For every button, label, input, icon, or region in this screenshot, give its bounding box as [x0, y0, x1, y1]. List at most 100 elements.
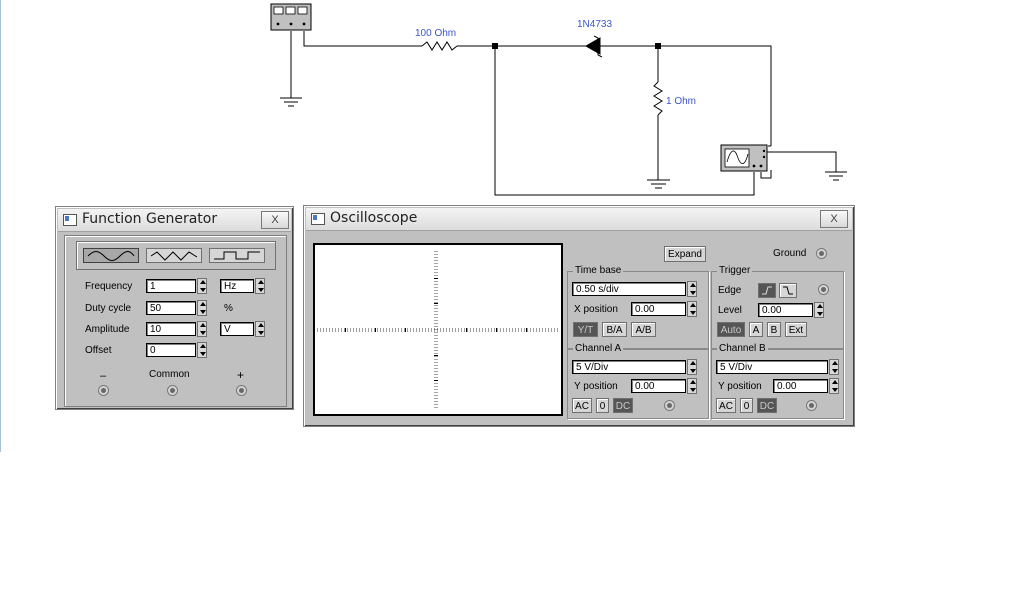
x-position-label: X position [574, 304, 618, 315]
channel-a-label: Channel A [573, 343, 624, 354]
amplitude-label: Amplitude [85, 324, 130, 335]
oscilloscope-icon [720, 144, 768, 172]
window-icon [63, 214, 77, 226]
channel-b-label: Channel B [717, 343, 768, 354]
function-generator-icon [270, 3, 312, 31]
offset-label: Offset [85, 345, 112, 356]
channel-b-dc-button[interactable]: DC [757, 398, 777, 413]
offset-stepper[interactable] [197, 342, 207, 358]
terminal-minus-connector[interactable] [98, 385, 109, 396]
close-button[interactable]: X [261, 211, 289, 229]
close-button[interactable]: X [820, 210, 848, 228]
window-icon [311, 213, 325, 225]
terminal-minus-label: – [100, 370, 107, 382]
sine-wave-icon [87, 251, 135, 261]
duty-cycle-stepper[interactable] [197, 300, 207, 316]
frequency-stepper[interactable] [197, 278, 207, 294]
resistor-100ohm-label: 100 Ohm [415, 28, 457, 39]
square-wave-icon [214, 251, 260, 260]
channel-b-input-connector[interactable] [806, 400, 817, 411]
channel-b-y-position-stepper[interactable] [829, 378, 839, 394]
mode-yt-button[interactable]: Y/T [573, 322, 598, 337]
trigger-auto-button[interactable]: Auto [717, 322, 745, 337]
level-label: Level [718, 305, 742, 316]
expand-button[interactable]: Expand [664, 246, 706, 262]
level-stepper[interactable] [814, 302, 824, 318]
resistor-1ohm [653, 81, 663, 116]
edge-rising-button[interactable] [758, 283, 776, 298]
channel-b-zero-button[interactable]: 0 [740, 398, 753, 413]
time-base-input[interactable]: 0.50 s/div [572, 282, 686, 296]
mode-ab-button[interactable]: A/B [631, 322, 656, 337]
channel-b-scale-input[interactable]: 5 V/Div [716, 360, 828, 374]
trigger-input-connector[interactable] [818, 284, 829, 295]
amplitude-stepper[interactable] [197, 321, 207, 337]
channel-a-y-position-input[interactable]: 0.00 [631, 379, 686, 393]
frequency-label: Frequency [85, 281, 133, 292]
channel-a-y-position-label: Y position [574, 381, 618, 392]
zener-diode-1n4733 [584, 35, 603, 58]
mode-ba-button[interactable]: B/A [602, 322, 627, 337]
resistor-100ohm [421, 41, 458, 51]
waveform-triangle-button[interactable] [146, 248, 202, 263]
channel-a-dc-button[interactable]: DC [613, 398, 633, 413]
oscilloscope-titlebar[interactable]: Oscilloscope X [306, 208, 852, 231]
waveform-sine-button[interactable] [83, 248, 139, 263]
frequency-unit-stepper[interactable] [255, 278, 265, 294]
ground-label: Ground [773, 248, 807, 259]
diode-label: 1N4733 [577, 19, 613, 30]
terminal-common-connector[interactable] [167, 385, 178, 396]
duty-cycle-input[interactable]: 50 [146, 301, 196, 315]
display-graticule [317, 251, 559, 408]
triangle-wave-icon [150, 251, 198, 261]
channel-a-scale-input[interactable]: 5 V/Div [572, 360, 686, 374]
channel-a-y-position-stepper[interactable] [687, 378, 697, 394]
function-generator-window: Function Generator X Frequency 1 Hz Duty… [55, 206, 294, 410]
channel-a-group: Channel A 5 V/Div Y position 0.00 AC 0 D… [567, 343, 709, 419]
oscilloscope-title: Oscilloscope [330, 210, 418, 226]
time-base-stepper[interactable] [687, 281, 697, 297]
time-base-group: Time base 0.50 s/div X position 0.00 Y/T… [567, 265, 709, 349]
level-input[interactable]: 0.00 [758, 303, 813, 317]
channel-b-ac-button[interactable]: AC [716, 398, 736, 413]
waveform-selector [76, 241, 276, 270]
workspace-edge [0, 0, 1, 452]
oscilloscope-display [313, 243, 563, 416]
frequency-input[interactable]: 1 [146, 279, 196, 293]
duty-cycle-unit: % [224, 303, 233, 314]
edge-falling-button[interactable] [779, 283, 797, 298]
terminal-common-label: Common [149, 369, 190, 380]
waveform-square-button[interactable] [209, 248, 265, 263]
channel-a-input-connector[interactable] [664, 400, 675, 411]
channel-b-group: Channel B 5 V/Div Y position 0.00 AC 0 D… [711, 343, 844, 419]
trigger-a-button[interactable]: A [749, 322, 763, 337]
rising-edge-icon [762, 286, 772, 295]
oscilloscope-window: Oscilloscope X Expa [303, 205, 855, 427]
x-position-stepper[interactable] [687, 301, 697, 317]
channel-a-zero-button[interactable]: 0 [596, 398, 609, 413]
offset-input[interactable]: 0 [146, 343, 196, 357]
frequency-unit-select[interactable]: Hz [220, 279, 254, 293]
channel-b-y-position-input[interactable]: 0.00 [773, 379, 828, 393]
x-position-input[interactable]: 0.00 [631, 302, 686, 316]
channel-a-ac-button[interactable]: AC [572, 398, 592, 413]
resistor-1ohm-label: 1 Ohm [666, 96, 697, 107]
ground-connector[interactable] [816, 248, 827, 259]
duty-cycle-label: Duty cycle [85, 303, 132, 314]
function-generator-titlebar[interactable]: Function Generator X [58, 209, 291, 232]
amplitude-unit-select[interactable]: V [220, 322, 254, 336]
trigger-b-button[interactable]: B [767, 322, 781, 337]
channel-b-scale-stepper[interactable] [829, 359, 839, 375]
falling-edge-icon [783, 286, 793, 295]
terminal-plus-connector[interactable] [236, 385, 247, 396]
edge-label: Edge [718, 285, 742, 296]
channel-b-y-position-label: Y position [718, 381, 762, 392]
channel-a-scale-stepper[interactable] [687, 359, 697, 375]
trigger-group: Trigger Edge Level 0.00 Auto A B Ext [711, 265, 844, 349]
circuit-schematic [270, 3, 847, 196]
amplitude-input[interactable]: 10 [146, 322, 196, 336]
amplitude-unit-stepper[interactable] [255, 321, 265, 337]
function-generator-panel: Frequency 1 Hz Duty cycle 50 % Amplitude… [64, 235, 287, 407]
trigger-ext-button[interactable]: Ext [785, 322, 807, 337]
terminal-plus-label: + [237, 368, 245, 382]
